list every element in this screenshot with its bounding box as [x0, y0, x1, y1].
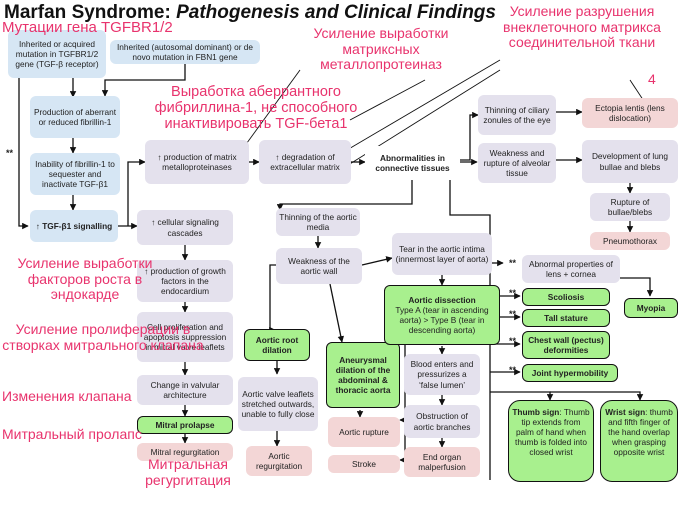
ru-proliferation-annotation: Усиление пролиферации в створках митраль…	[2, 321, 204, 353]
tgf-beta-signalling-box: ↑ TGF-β1 signalling	[30, 210, 118, 242]
thinning-aortic-media-box: Thinning of the aortic media	[276, 208, 360, 236]
thumb-sign-title: Thumb sign	[512, 407, 560, 417]
dissection-body: Type A (tear in ascending aorta) > Type …	[395, 304, 489, 336]
ru-aberrant-annotation: Выработка аберрантного фибриллина-1, не …	[154, 84, 358, 133]
double-asterisk: **	[509, 365, 517, 375]
mitral-prolapse-box: Mitral prolapse	[137, 416, 233, 434]
mitral-regurgitation-box: Mitral regurgitation	[137, 443, 233, 461]
ru-growth-annotation: Усиление выработки факторов роста в эндо…	[17, 255, 153, 303]
aortic-dissection-box: Aortic dissection Type A (tear in ascend…	[384, 285, 500, 345]
valvular-change-box: Change in valvular architecture	[137, 375, 233, 405]
stroke-box: Stroke	[328, 455, 400, 473]
connective-abnormalities-box: Abnormalities in connective tissues	[365, 146, 460, 180]
wrist-sign-title: Wrist sign	[605, 407, 646, 417]
aortic-regurgitation-box: Aortic regurgitation	[246, 446, 312, 476]
weakness-aortic-wall-box: Weakness of the aortic wall	[276, 248, 362, 284]
end-organ-box: End organ malperfusion	[404, 447, 480, 477]
blood-enters-box: Blood enters and pressurizes a ‘false lu…	[404, 354, 480, 395]
ciliary-zonules-box: Thinning of ciliary zonules of the eye	[478, 95, 556, 135]
inability-sequester-box: Inability of fibrillin-1 to sequester an…	[30, 153, 120, 195]
ru-mutation-annotation: Мутации гена TGFBR1/2	[2, 19, 173, 36]
ru-regurgitation-annotation: Митральная регургитация	[145, 456, 231, 488]
double-asterisk: **	[509, 309, 517, 319]
cell-proliferation-box: Cell proliferation and apoptosis suppres…	[137, 312, 233, 362]
aberrant-fibrillin-box: Production of aberrant or reduced fibril…	[30, 96, 120, 138]
growth-factors-box: ↑ production of growth factors in the en…	[137, 260, 233, 302]
cell-signaling-box: ↑ cellular signaling cascades	[137, 210, 233, 245]
valve-leaflets-box: Aortic valve leaflets stretched outwards…	[238, 377, 318, 431]
tear-intima-box: Tear in the aortic intima (innermost lay…	[392, 233, 492, 275]
double-asterisk: **	[509, 288, 517, 298]
wrist-sign-body: : thumb and fifth finger of the hand ove…	[608, 407, 673, 458]
ru-matrix-annotation: Усиление разрушения внеклеточного матрик…	[503, 3, 661, 51]
ectopia-lentis-box: Ectopia lentis (lens dislocation)	[582, 98, 678, 128]
rupture-bullae-box: Rupture of bullae/blebs	[590, 193, 670, 221]
scoliosis-box: Scoliosis	[522, 288, 610, 306]
alveolar-weakness-box: Weakness and rupture of alveolar tissue	[478, 143, 556, 183]
aneurysmal-dilation-box: Aneurysmal dilation of the abdominal & t…	[326, 342, 400, 408]
wrist-sign-box: Wrist sign: thumb and fifth finger of th…	[600, 400, 678, 482]
thumb-sign-box: Thumb sign: Thumb tip extends from palm …	[508, 400, 594, 482]
mmp-production-box: ↑ production of matrix metalloproteinase…	[145, 140, 249, 184]
myopia-box: Myopia	[624, 298, 678, 318]
obstruction-box: Obstruction of aortic branches	[404, 405, 480, 438]
acquired-mutation-box: Inherited or acquired mutation in TGFBR1…	[8, 30, 106, 78]
fbn1-mutation-box: Inherited (autosomal dominant) or de nov…	[110, 40, 260, 64]
aortic-rupture-box: Aortic rupture	[328, 417, 400, 447]
joint-hypermobility-box: Joint hypermobility	[522, 364, 618, 382]
aortic-root-dilation-box: Aortic root dilation	[244, 329, 310, 361]
tall-stature-box: Tall stature	[522, 309, 610, 327]
thumb-sign-body: : Thumb tip extends from palm of hand wh…	[515, 407, 590, 458]
ru-number-annotation: 4	[648, 71, 656, 87]
double-asterisk: **	[6, 148, 14, 158]
ru-prolapse-annotation: Митральный пролапс	[2, 426, 142, 442]
page-title: Marfan Syndrome: Pathogenesis and Clinic…	[4, 2, 496, 23]
chest-wall-box: Chest wall (pectus) deformities	[522, 331, 610, 359]
lung-bullae-box: Development of lung bullae and blebs	[582, 140, 678, 183]
ru-valve-annotation: Изменения клапана	[2, 388, 132, 404]
abnormal-lens-box: Abnormal properties of lens + cornea	[522, 255, 620, 283]
pneumothorax-box: Pneumothorax	[590, 232, 670, 250]
dissection-title: Aortic dissection	[408, 294, 476, 305]
ru-mmp-annotation: Усиление выработки матриксных металлопро…	[313, 25, 449, 73]
matrix-degradation-box: ↑ degradation of extracellular matrix	[259, 140, 351, 184]
double-asterisk: **	[509, 258, 517, 268]
double-asterisk: **	[509, 336, 517, 346]
